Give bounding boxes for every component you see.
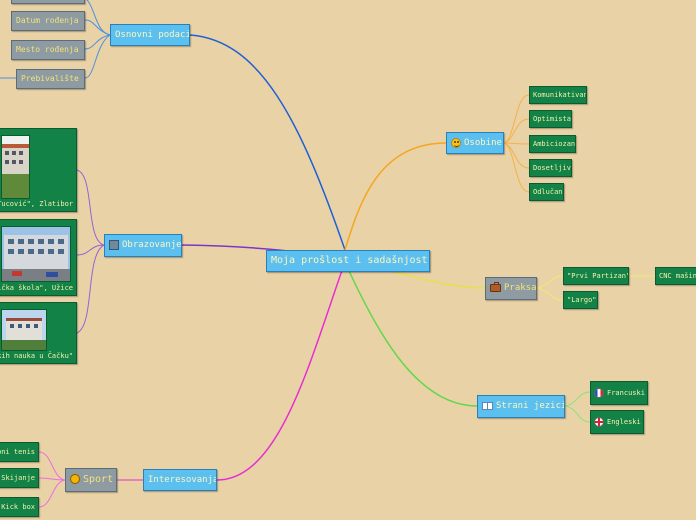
subtopic-mesto-rodjenja[interactable]: Mesto rođenja bbox=[11, 40, 85, 60]
topic-osobine[interactable]: Osobine bbox=[446, 132, 504, 154]
sport-stoni-tenis[interactable]: Stoni tenis bbox=[0, 442, 39, 462]
topic-strani-jezici-label: Strani jezici bbox=[496, 401, 565, 411]
school-caption: "Dimitrije Tucović", Zlatibor bbox=[0, 200, 73, 208]
book-icon bbox=[482, 401, 493, 410]
sport-ball-icon bbox=[70, 474, 80, 484]
subtopic-label: Datum rođenja bbox=[16, 16, 79, 25]
topic-obrazovanje[interactable]: Obrazovanje bbox=[104, 234, 182, 257]
language-label: Engleski bbox=[607, 418, 641, 426]
topic-praksa[interactable]: Praksa bbox=[485, 277, 537, 300]
topic-sport-label: Sport bbox=[83, 474, 114, 485]
trait-label: Optimista bbox=[533, 115, 571, 123]
school-photo-cacak bbox=[1, 309, 47, 351]
trait-odlucan[interactable]: Odlučan bbox=[529, 183, 564, 201]
school-icon bbox=[109, 239, 119, 250]
topic-strani-jezici[interactable]: Strani jezici bbox=[477, 395, 565, 418]
trait-optimista[interactable]: Optimista bbox=[529, 110, 572, 128]
topic-interesovanja[interactable]: Interesovanja bbox=[143, 469, 217, 491]
school-caption: "Tehnička škola", Užice bbox=[0, 284, 73, 292]
sport-skijanje[interactable]: Skijanje bbox=[0, 468, 39, 488]
sport-label: Skijanje bbox=[1, 474, 35, 482]
central-topic-label: Moja prošlost i sadašnjost bbox=[271, 255, 428, 266]
topic-interesovanja-label: Interesovanja bbox=[148, 475, 217, 485]
school-card-cacak[interactable]: "...kih nauka u Čačku" bbox=[0, 302, 77, 364]
language-engleski[interactable]: Engleski bbox=[590, 410, 644, 434]
language-francuski[interactable]: Francuski bbox=[590, 381, 648, 405]
france-flag-icon bbox=[594, 388, 604, 398]
school-building-image bbox=[2, 310, 46, 350]
school-building-image bbox=[2, 227, 70, 281]
sport-kick-box[interactable]: Kick box bbox=[0, 497, 39, 517]
smiley-icon bbox=[451, 137, 461, 148]
england-flag-icon bbox=[594, 417, 604, 427]
school-photo-zlatibor bbox=[1, 135, 30, 199]
trait-label: Ambiciozan bbox=[533, 140, 576, 148]
topic-obrazovanje-label: Obrazovanje bbox=[122, 240, 182, 250]
sport-label: Kick box bbox=[1, 503, 35, 511]
trait-dosetljiv[interactable]: Dosetljiv bbox=[529, 159, 572, 177]
topic-sport[interactable]: Sport bbox=[65, 468, 117, 492]
sport-label: Stoni tenis bbox=[0, 448, 35, 456]
trait-label: Komunikativan bbox=[533, 91, 587, 99]
central-topic[interactable]: Moja prošlost i sadašnjost bbox=[266, 250, 430, 272]
trait-label: Odlučan bbox=[533, 188, 563, 196]
school-building-image bbox=[2, 136, 29, 198]
school-photo-uzice bbox=[1, 226, 71, 282]
praksa-item-label: "Prvi Partizan" bbox=[567, 272, 629, 280]
topic-osnovni-podaci-label: Osnovni podaci bbox=[115, 30, 190, 40]
trait-komunikativan[interactable]: Komunikativan bbox=[529, 86, 587, 104]
subtopic-label: Mesto rođenja bbox=[16, 45, 79, 54]
school-caption: "...kih nauka u Čačku" bbox=[0, 352, 73, 360]
trait-ambiciozan[interactable]: Ambiciozan bbox=[529, 135, 576, 153]
subtopic-label: Prebivalište bbox=[21, 74, 79, 83]
subtopic-cut-top[interactable] bbox=[11, 0, 85, 4]
subtopic-prebivaliste[interactable]: Prebivalište bbox=[16, 69, 85, 89]
school-card-zlatibor[interactable]: "Dimitrije Tucović", Zlatibor bbox=[0, 128, 77, 212]
praksa-prvi-partizan[interactable]: "Prvi Partizan" bbox=[563, 267, 629, 285]
praksa-sub-label: CNC mašine bbox=[659, 272, 696, 280]
praksa-item-label: "Largo" bbox=[567, 296, 597, 304]
subtopic-datum-rodjenja[interactable]: Datum rođenja bbox=[11, 11, 85, 31]
language-label: Francuski bbox=[607, 389, 645, 397]
topic-osobine-label: Osobine bbox=[464, 138, 502, 148]
topic-osnovni-podaci[interactable]: Osnovni podaci bbox=[110, 24, 190, 46]
praksa-cnc-masine[interactable]: CNC mašine bbox=[655, 267, 696, 285]
topic-praksa-label: Praksa bbox=[504, 283, 537, 293]
trait-label: Dosetljiv bbox=[533, 164, 571, 172]
briefcase-icon bbox=[490, 281, 501, 292]
school-card-uzice[interactable]: "Tehnička škola", Užice bbox=[0, 219, 77, 296]
praksa-largo[interactable]: "Largo" bbox=[563, 291, 598, 309]
